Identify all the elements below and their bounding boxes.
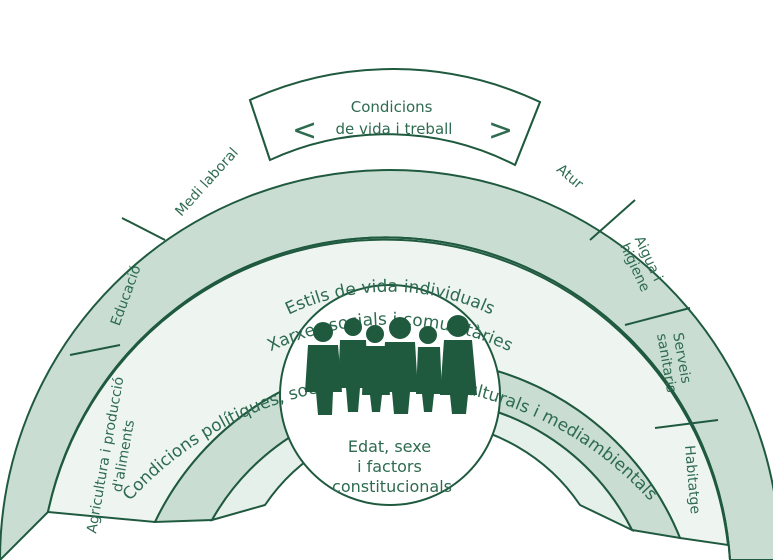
bracket-left: <: [292, 113, 317, 148]
segment-label-habitatge: Habitatge: [681, 445, 703, 515]
center-top-box: [248, 68, 542, 167]
bracket-right: >: [488, 113, 513, 148]
people-group-icon: [305, 315, 477, 415]
segment-label-atur: Atur: [553, 161, 586, 192]
core-label: Edat, sexe i factors constitucionals: [332, 437, 452, 496]
center-top-label: Condicions de vida i treball: [336, 98, 453, 138]
